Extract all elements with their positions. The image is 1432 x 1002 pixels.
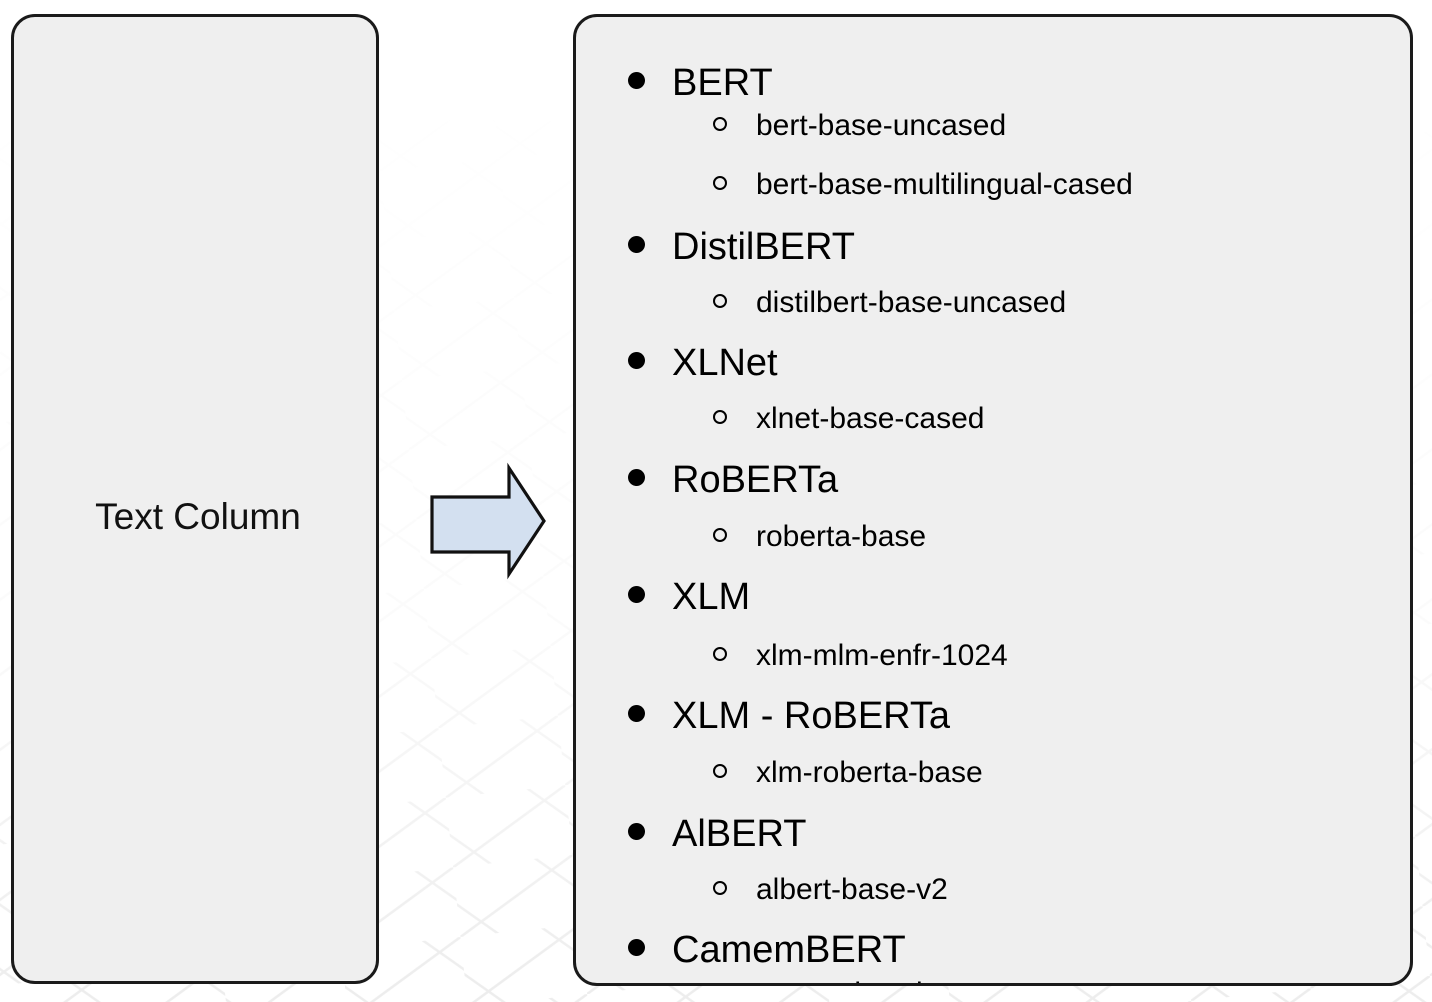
model-checkpoint-item[interactable]: camembert-base (705, 978, 981, 984)
model-family-item[interactable]: XLM (621, 577, 750, 617)
model-family-label: XLM - RoBERTa (672, 695, 951, 737)
model-checkpoint-item[interactable]: xlnet-base-cased (705, 403, 984, 435)
models-list: BERT bert-base-uncased bert-base-multiling… (576, 17, 1410, 984)
model-family-label: XLM (672, 576, 751, 618)
model-checkpoint-label: bert-base-multilingual-cased (756, 168, 1133, 201)
text-column-label: Text Column (95, 496, 301, 537)
model-checkpoint-item[interactable]: xlm-roberta-base (705, 757, 983, 789)
model-family-label: XLNet (672, 342, 778, 384)
model-checkpoint-item[interactable]: bert-base-multilingual-cased (705, 169, 1133, 201)
model-checkpoint-item[interactable]: distilbert-base-uncased (705, 287, 1066, 319)
model-family-item[interactable]: XLNet (621, 343, 778, 383)
model-family-label: BERT (672, 62, 773, 104)
model-family-item[interactable]: CamemBERT (621, 930, 906, 970)
model-checkpoint-label: roberta-base (756, 520, 927, 553)
model-checkpoint-label: camembert-base (756, 978, 981, 984)
model-family-label: AlBERT (672, 813, 807, 855)
model-checkpoint-item[interactable]: albert-base-v2 (705, 874, 948, 906)
model-checkpoint-label: xlnet-base-cased (756, 402, 985, 435)
model-checkpoint-label: distilbert-base-uncased (756, 286, 1067, 319)
model-family-item[interactable]: AlBERT (621, 814, 806, 854)
model-checkpoint-item[interactable]: roberta-base (705, 521, 926, 553)
text-column-box: Text Column (11, 14, 379, 984)
right-arrow-icon (430, 462, 546, 580)
model-checkpoint-label: xlm-roberta-base (756, 756, 983, 789)
model-checkpoint-label: albert-base-v2 (756, 873, 948, 906)
model-checkpoint-item[interactable]: xlm-mlm-enfr-1024 (705, 640, 1008, 672)
model-family-item[interactable]: XLM - RoBERTa (621, 696, 950, 736)
model-family-label: DistilBERT (672, 226, 855, 268)
model-family-label: RoBERTa (672, 459, 839, 501)
model-checkpoint-item[interactable]: bert-base-uncased (705, 110, 1006, 142)
model-checkpoint-label: bert-base-uncased (756, 109, 1007, 142)
model-family-item[interactable]: RoBERTa (621, 460, 838, 500)
model-family-label: CamemBERT (672, 929, 906, 971)
model-family-item[interactable]: DistilBERT (621, 227, 855, 267)
model-family-item[interactable]: BERT (621, 63, 773, 103)
models-box: BERT bert-base-uncased bert-base-multiling… (573, 14, 1413, 986)
flow-arrow (424, 460, 552, 582)
model-checkpoint-label: xlm-mlm-enfr-1024 (756, 639, 1008, 672)
